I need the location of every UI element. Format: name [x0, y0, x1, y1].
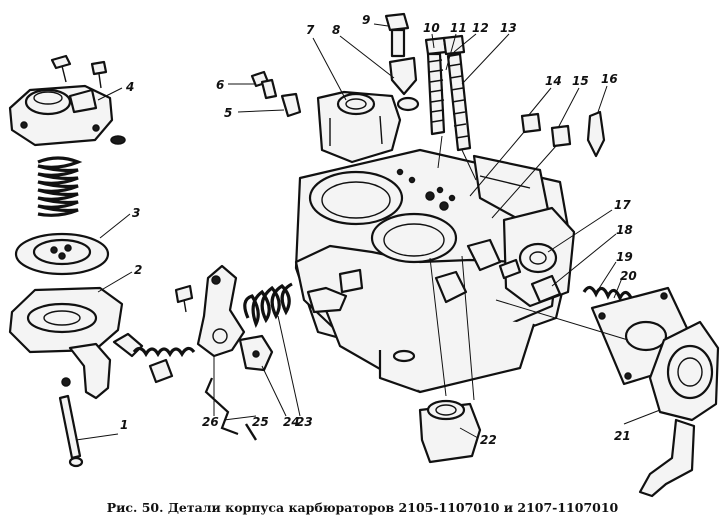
callout-4: 4 [125, 80, 134, 94]
callout-17: 17 [614, 198, 631, 212]
part-1-pump-rod [58, 394, 84, 468]
callout-24: 24 [283, 415, 300, 429]
part-6-screw [250, 70, 278, 100]
callout-26: 26 [202, 415, 219, 429]
part-4-screws [50, 54, 126, 145]
part-19-spring [582, 285, 634, 302]
callout-25: 25 [252, 415, 269, 429]
part-24-lever [238, 334, 274, 372]
part-7-choke-housing [316, 90, 402, 164]
figure-caption: Рис. 50. Детали корпуса карбюраторов 210… [106, 500, 619, 515]
part-18-screw [498, 258, 562, 304]
callout-leaders [75, 23, 661, 441]
callout-6: 6 [216, 78, 224, 92]
assembly-guide-lines [429, 131, 629, 401]
callout-18: 18 [616, 223, 633, 237]
callout-20: 20 [620, 269, 637, 283]
callout-16: 16 [601, 72, 618, 86]
part-23-spring [243, 282, 293, 329]
part-3-diaphragm [14, 232, 110, 276]
callout-5: 5 [224, 106, 232, 120]
part-5-jet [280, 92, 302, 118]
carburetor-body [294, 148, 576, 394]
part-26-throttle-lever [174, 264, 246, 358]
callout-2: 2 [134, 263, 142, 277]
callout-labels: 1 2 3 4 5 6 7 8 9 10 11 12 13 14 15 16 1… [120, 13, 637, 447]
part-2-pump-body [8, 286, 124, 400]
callout-7: 7 [306, 23, 315, 37]
callout-14: 14 [545, 74, 562, 88]
part-4-pump-cover [8, 84, 114, 147]
part-25-rod [204, 377, 258, 441]
callout-15: 15 [572, 74, 589, 88]
part-10-11-emulsion-tubes [424, 34, 472, 152]
callout-19: 19 [616, 250, 633, 264]
callout-12: 12 [472, 21, 489, 35]
callout-10: 10 [423, 21, 440, 35]
lever-spring-link [112, 332, 196, 384]
callout-11: 11 [450, 21, 467, 35]
callout-13: 13 [500, 21, 517, 35]
part-22-choke-housing [418, 399, 482, 464]
callout-23: 23 [296, 415, 313, 429]
part-21-diaphragm-cover [638, 320, 720, 498]
spring-pump [37, 156, 83, 217]
part-14-15-jets [520, 110, 606, 158]
callout-22: 22 [480, 433, 497, 447]
callout-21: 21 [614, 429, 631, 443]
part-8-9-needle-valve [384, 12, 420, 112]
callout-8: 8 [332, 23, 340, 37]
callout-3: 3 [132, 206, 140, 220]
callout-9: 9 [362, 13, 370, 27]
callout-1: 1 [120, 418, 128, 432]
